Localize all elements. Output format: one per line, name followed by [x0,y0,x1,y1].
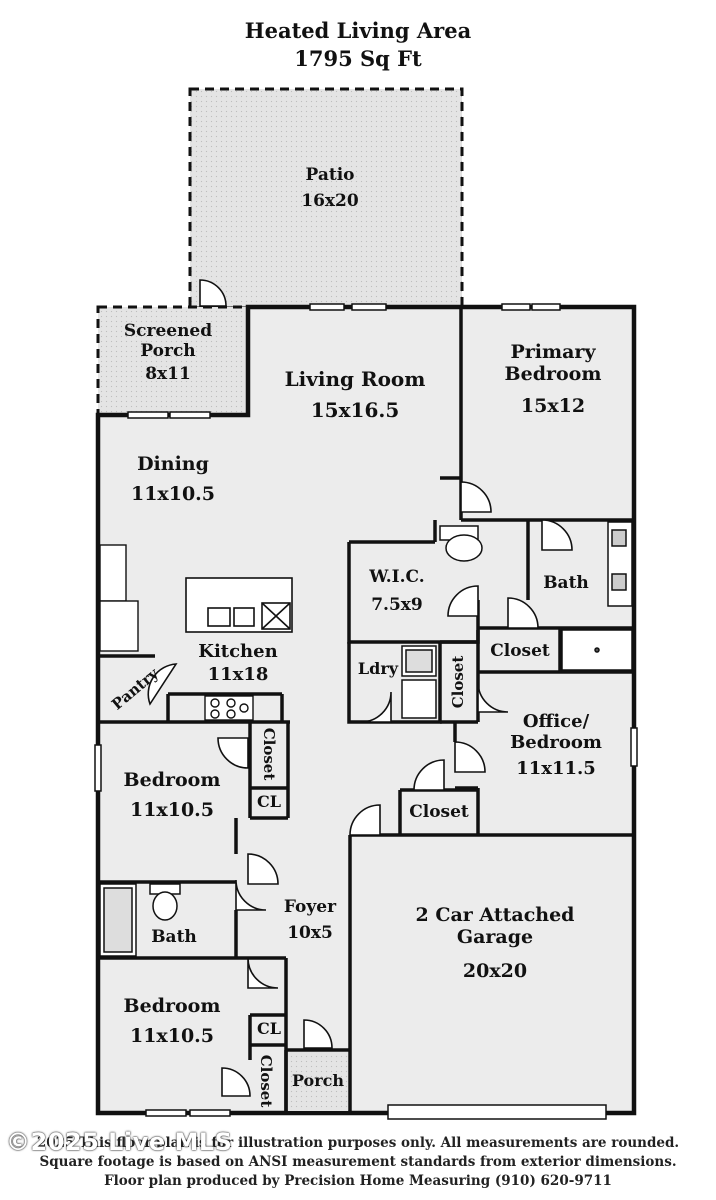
room-laundry-closet: Closet [449,655,467,709]
room-name: Dining [137,453,209,475]
room-bedroom1-cl: CL [257,792,281,811]
front-porch-area [288,1052,348,1111]
room-name: 2 Car Attached [415,904,575,926]
room-dim: 10x5 [287,922,333,943]
room-name: Living Room [284,367,426,391]
room-bedroom2-closet: Closet [257,1054,275,1108]
room-office: Office/ Bedroom 11x11.5 [478,711,634,780]
room-patio: Patio 16x20 [280,165,380,211]
room-dim: 11x11.5 [516,758,596,780]
room-foyer: Foyer 10x5 [270,897,350,943]
room-living: Living Room 15x16.5 [270,368,440,422]
room-dim: 11x10.5 [130,482,216,505]
room-dim: 11x18 [207,663,269,685]
kitchen-range [99,544,254,721]
room-dim: 8x11 [145,364,191,385]
door-swings [147,279,573,1097]
windows [94,303,638,1120]
room-dim: 11x10.5 [129,1024,215,1047]
room-primary-closet: Closet [490,641,550,661]
room-name: Patio [305,165,355,185]
footer-standards: Square footage is based on ANSI measurem… [39,1154,677,1170]
room-bedroom2-cl: CL [257,1019,281,1038]
room-name: W.I.C. [369,567,425,587]
room-dim: 11x10.5 [129,798,215,821]
room-kitchen: Kitchen 11x18 [178,641,298,685]
room-bedroom1: Bedroom 11x10.5 [112,769,232,822]
room-garage: 2 Car Attached Garage 20x20 [370,904,620,983]
room-name: Screened [123,321,213,341]
house-interior [98,307,634,1113]
primary-bath-fixtures [439,521,633,671]
room-name: Primary [510,341,596,363]
room-name-2: Bedroom [504,362,602,385]
laundry-fixtures [401,645,437,719]
room-dining: Dining 11x10.5 [118,453,228,506]
room-name: Office/ [522,711,590,732]
room-porch: Porch [291,1071,345,1090]
room-wic: W.I.C. 7.5x9 [352,567,442,615]
room-name: Bedroom [123,769,221,791]
room-dim: 15x16.5 [310,398,400,422]
hall-bath-fixtures [99,883,181,957]
room-dim: 16x20 [301,190,359,211]
room-name-2: Porch [140,340,196,361]
footer-disclaimer: 2025 This floor plan is for illustration… [36,1135,680,1151]
room-laundry: Ldry [357,659,399,678]
room-bedroom2: Bedroom 11x10.5 [110,995,234,1048]
room-screened-porch: Screened Porch 8x11 [108,321,228,385]
room-name: Foyer [283,897,337,917]
room-name-2: Bedroom [510,731,602,753]
patio-area [188,87,464,310]
kitchen-island [185,577,293,633]
plan-area: 1795 Sq Ft [294,46,422,71]
room-name: Kitchen [198,641,278,662]
room-bedroom1-closet: Closet [260,727,278,781]
exterior-wall [95,304,637,1116]
room-name: Bedroom [123,995,221,1017]
room-primary-bedroom: Primary Bedroom 15x12 [478,341,628,418]
plan-title: Heated Living Area [244,18,472,43]
room-hall-bath: Bath [151,927,197,947]
room-dim: 15x12 [520,394,586,417]
room-primary-bath: Bath [543,573,589,593]
room-dim: 7.5x9 [371,594,423,615]
room-dim: 20x20 [462,959,528,982]
room-office-closet: Closet [409,802,469,822]
watermark: ©2025 Live MLS [6,1128,233,1156]
footer-credit: Floor plan produced by Precision Home Me… [104,1173,612,1189]
room-name-2: Garage [456,925,534,948]
